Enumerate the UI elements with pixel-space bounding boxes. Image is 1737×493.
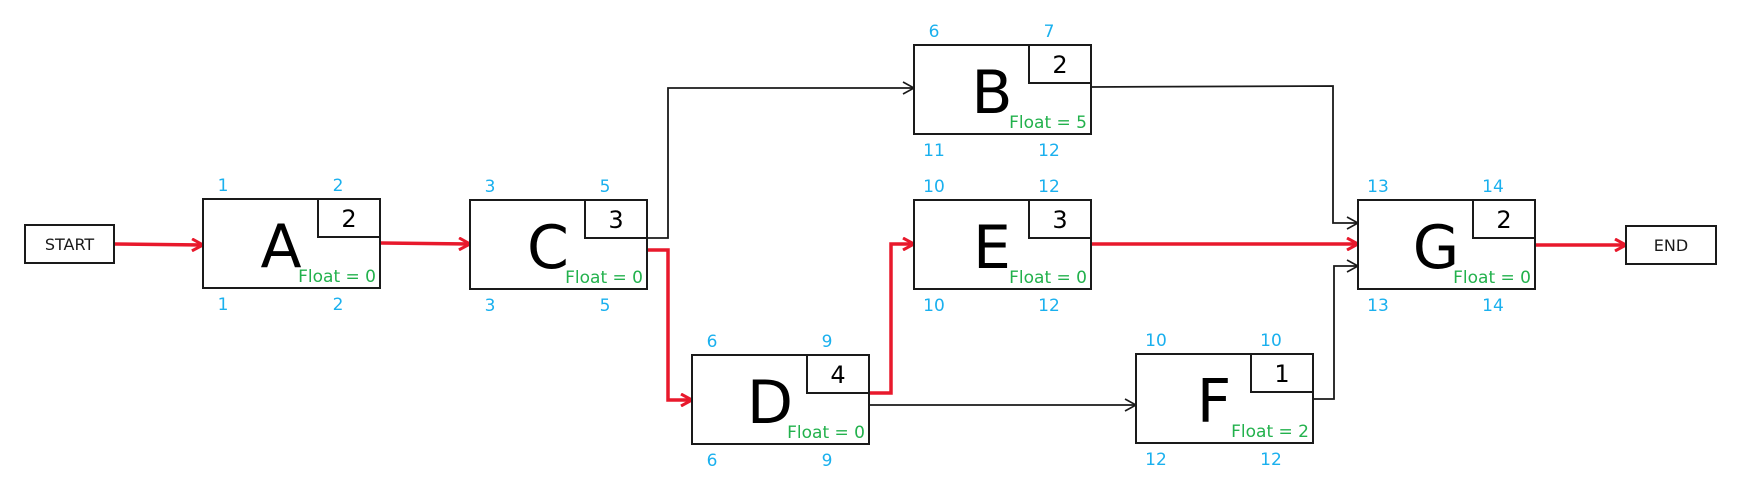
start-node[interactable]: START xyxy=(24,224,115,264)
early-finish: 9 xyxy=(822,332,833,352)
duration-value: 1 xyxy=(1274,360,1289,388)
edge-c-to-b xyxy=(647,81,916,239)
late-start: 11 xyxy=(923,141,945,161)
edge-a-to-c-critical xyxy=(379,243,470,244)
duration-box xyxy=(1028,199,1092,239)
late-finish: 12 xyxy=(1038,141,1060,161)
edge-d-to-e-critical xyxy=(869,244,914,395)
late-start: 13 xyxy=(1367,296,1389,316)
duration-box xyxy=(1472,199,1536,239)
edge-f-to-g xyxy=(1313,259,1360,400)
end-node-label: END xyxy=(1654,236,1688,255)
end-node[interactable]: END xyxy=(1625,225,1717,265)
activity-box xyxy=(1357,199,1536,290)
late-finish: 5 xyxy=(600,296,611,316)
duration-box xyxy=(1250,353,1314,393)
float-label: Float = 0 xyxy=(1453,268,1531,288)
activity-letter: E xyxy=(973,213,1011,283)
duration-value: 2 xyxy=(1496,206,1511,234)
float-label: Float = 0 xyxy=(1009,268,1087,288)
early-start: 10 xyxy=(923,177,945,197)
duration-value: 2 xyxy=(1052,51,1067,79)
edge-start-to-a-critical xyxy=(113,244,203,245)
activity-letter: G xyxy=(1413,213,1460,283)
float-label: Float = 0 xyxy=(787,423,865,443)
early-start: 1 xyxy=(218,176,229,196)
start-node-label: START xyxy=(45,235,95,254)
start-node-box xyxy=(24,224,115,264)
float-label: Float = 0 xyxy=(565,268,643,288)
duration-value: 2 xyxy=(341,205,356,233)
early-start: 6 xyxy=(929,22,940,42)
duration-box xyxy=(317,198,381,238)
early-finish: 10 xyxy=(1260,331,1282,351)
edge-c-to-d-critical xyxy=(647,248,692,400)
early-start: 3 xyxy=(485,177,496,197)
duration-value: 4 xyxy=(830,361,845,389)
activity-letter: B xyxy=(971,58,1012,128)
late-start: 12 xyxy=(1145,450,1167,470)
early-finish: 7 xyxy=(1044,22,1055,42)
late-start: 6 xyxy=(707,451,718,471)
late-finish: 12 xyxy=(1038,296,1060,316)
duration-value: 3 xyxy=(608,206,623,234)
activity-letter: D xyxy=(747,368,793,438)
edges-layer xyxy=(113,81,1626,412)
early-finish: 14 xyxy=(1482,177,1504,197)
duration-box xyxy=(806,354,870,394)
float-label: Float = 5 xyxy=(1009,113,1087,133)
late-start: 3 xyxy=(485,296,496,316)
early-finish: 5 xyxy=(600,177,611,197)
late-finish: 9 xyxy=(822,451,833,471)
activity-letter: C xyxy=(527,213,569,283)
early-finish: 2 xyxy=(333,176,344,196)
duration-box xyxy=(1028,44,1092,84)
duration-box xyxy=(584,199,648,239)
activity-letter: F xyxy=(1197,367,1232,437)
early-finish: 12 xyxy=(1038,177,1060,197)
late-finish: 14 xyxy=(1482,296,1504,316)
float-label: Float = 0 xyxy=(298,267,376,287)
float-label: Float = 2 xyxy=(1231,422,1309,442)
late-start: 10 xyxy=(923,296,945,316)
activity-letter: A xyxy=(260,212,301,282)
early-start: 6 xyxy=(707,332,718,352)
edge-b-to-g xyxy=(1090,85,1360,230)
late-finish: 2 xyxy=(333,295,344,315)
end-node-box xyxy=(1625,225,1717,265)
late-finish: 12 xyxy=(1260,450,1282,470)
early-start: 13 xyxy=(1367,177,1389,197)
duration-value: 3 xyxy=(1052,206,1067,234)
early-start: 10 xyxy=(1145,331,1167,351)
late-start: 1 xyxy=(218,295,229,315)
